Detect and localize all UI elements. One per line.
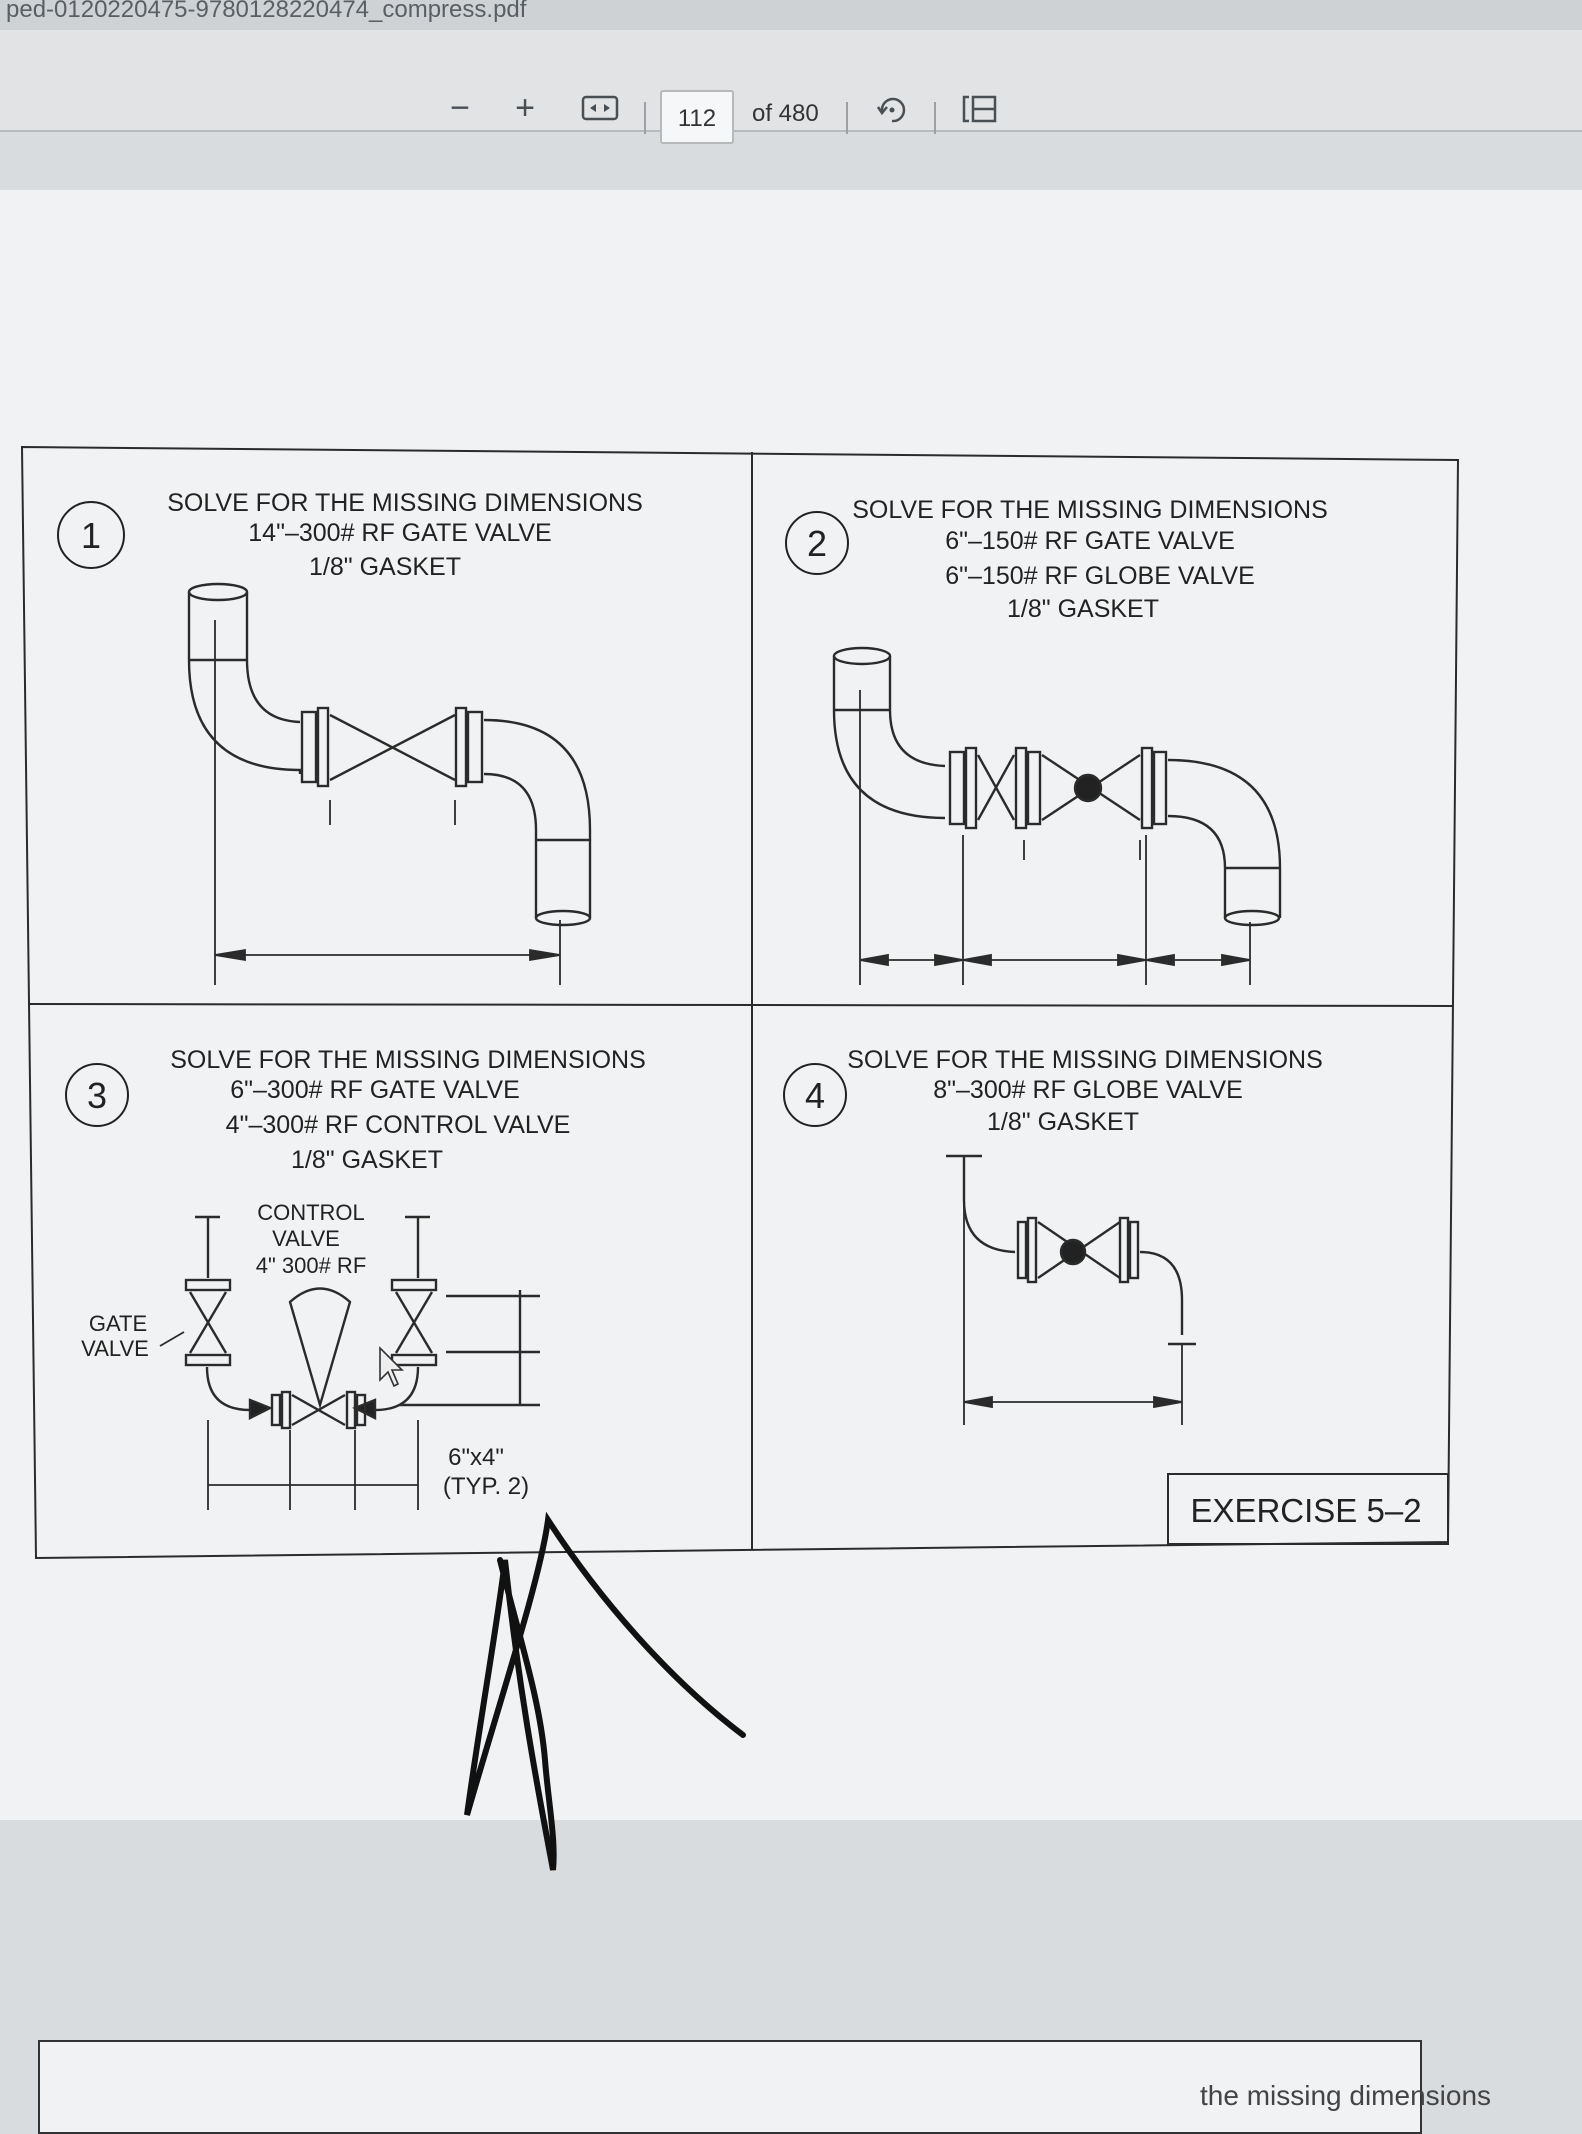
rotate-button[interactable] [870, 88, 914, 128]
panel-heading: SOLVE FOR THE MISSING DIMENSIONS [167, 489, 643, 517]
panel-3: 3 SOLVE FOR THE MISSING DIMENSIONS 6"–30… [65, 1046, 646, 1510]
panel-1: 1 SOLVE FOR THE MISSING DIMENSIONS 14"–3… [57, 489, 643, 985]
panel-spec: 1/8" GASKET [1007, 595, 1159, 623]
dimension-line [963, 1200, 1183, 1425]
zoom-in-button[interactable]: + [515, 89, 535, 127]
dimension-line [214, 620, 561, 985]
gate-valve-label: VALVE [81, 1336, 149, 1361]
panel-spec: 6"–150# RF GATE VALVE [945, 527, 1235, 555]
panel-spec: 1/8" GASKET [987, 1108, 1139, 1136]
gate-valve-label: GATE [89, 1311, 147, 1336]
fit-page-button[interactable] [580, 88, 620, 128]
window-title: ped-0120220475-9780128220474_compress.pd… [0, 0, 1582, 30]
page-view-button[interactable] [958, 88, 1002, 128]
pdf-toolbar: − + 112 of 480 [0, 30, 1582, 144]
panel-spec: 6"–150# RF GLOBE VALVE [945, 562, 1255, 590]
panel-heading: SOLVE FOR THE MISSING DIMENSIONS [847, 1046, 1323, 1074]
handwritten-annotation [464, 1511, 746, 1871]
rotate-icon [876, 97, 906, 123]
panel-spec: 1/8" GASKET [309, 553, 461, 581]
panel-heading: SOLVE FOR THE MISSING DIMENSIONS [170, 1046, 646, 1074]
mouse-cursor [379, 1346, 404, 1388]
panel-heading: SOLVE FOR THE MISSING DIMENSIONS [852, 496, 1328, 524]
piping-drawing-3 [184, 1215, 540, 1430]
control-valve-label: CONTROL [257, 1200, 365, 1225]
reducer-label: (TYP. 2) [443, 1473, 529, 1500]
piping-drawing-4 [946, 1154, 1196, 1346]
panel-2: 2 SOLVE FOR THE MISSING DIMENSIONS 6"–15… [785, 496, 1328, 985]
exercise-label: EXERCISE 5–2 [1190, 1492, 1421, 1529]
panel-number: 3 [87, 1075, 107, 1116]
reducer-label: 6"x4" [448, 1444, 504, 1471]
next-page-text: the missing dimensions [1200, 2080, 1492, 2111]
panel-number: 4 [805, 1075, 825, 1116]
page-number-input[interactable]: 112 [660, 90, 734, 144]
toolbar-separator [644, 102, 646, 134]
toolbar-separator [934, 102, 936, 134]
control-valve-label: 4" 300# RF [256, 1253, 367, 1278]
zoom-out-button[interactable]: − [450, 89, 470, 127]
piping-drawing-2 [832, 646, 1282, 927]
panel-number: 1 [81, 515, 101, 556]
panel-spec: 4"–300# RF CONTROL VALVE [226, 1111, 571, 1139]
panel-4: 4 SOLVE FOR THE MISSING DIMENSIONS 8"–30… [783, 1046, 1323, 1425]
fit-page-icon [581, 95, 619, 121]
panel-spec: 6"–300# RF GATE VALVE [230, 1076, 520, 1104]
dimension-line [859, 690, 1251, 985]
page-total-label: of 480 [752, 100, 819, 127]
control-valve-label: VALVE [272, 1226, 340, 1251]
toolbar-separator [846, 102, 848, 134]
panel-spec: 1/8" GASKET [291, 1146, 443, 1174]
panel-number: 2 [807, 523, 827, 564]
page-view-icon [962, 95, 997, 123]
dimension-line [159, 1331, 419, 1510]
panel-spec: 8"–300# RF GLOBE VALVE [933, 1076, 1243, 1104]
panel-spec: 14"–300# RF GATE VALVE [248, 519, 551, 547]
piping-drawing-1 [187, 582, 592, 927]
